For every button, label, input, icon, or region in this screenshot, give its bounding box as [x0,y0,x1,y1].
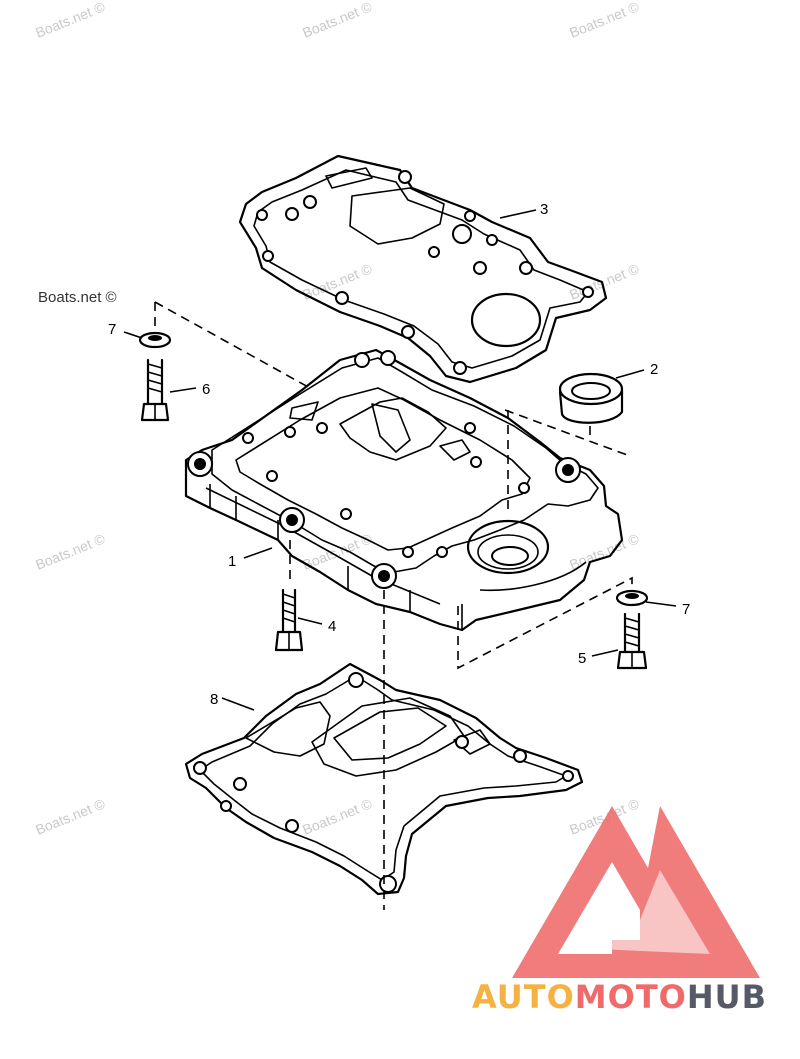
callout-2: 2 [650,361,658,378]
watermark: Boats.net © [33,795,108,838]
brand-hub: HUB [686,978,768,1016]
callout-7-right: 7 [682,601,690,618]
watermark: Boats.net © [33,530,108,573]
lower-gasket [184,662,584,896]
automotohub-logo-mark [512,806,760,978]
adapter-plate [184,348,624,632]
watermark: Boats.net © [300,795,375,838]
alignment-lines [154,301,633,910]
callout-1: 1 [228,553,236,570]
callout-8: 8 [210,691,218,708]
automotohub-wordmark: AUTOMOTOHUB [472,978,767,1016]
watermark: Boats.net © [567,260,642,303]
callout-7-upper: 7 [108,321,116,338]
brand-moto: MOTO [574,978,687,1016]
brand-auto: AUTO [472,978,575,1016]
callouts: 1 2 3 4 5 6 7 7 8 [108,201,690,708]
callout-3: 3 [540,201,548,218]
bolt-5 [615,589,649,670]
watermark: Boats.net © [567,0,642,41]
upper-gasket [238,154,608,384]
watermark: Boats.net © [38,289,117,306]
watermarks: Boats.net © Boats.net © Boats.net © Boat… [33,0,642,838]
watermark: Boats.net © [567,530,642,573]
seal-ring [558,372,624,424]
watermark: Boats.net © [33,0,108,41]
leader-lines [123,209,677,711]
bolt-4 [274,588,304,652]
watermark: Boats.net © [300,0,375,41]
callout-6: 6 [202,381,210,398]
callout-5: 5 [578,650,586,667]
callout-4: 4 [328,618,336,635]
bolt-6 [138,331,172,422]
